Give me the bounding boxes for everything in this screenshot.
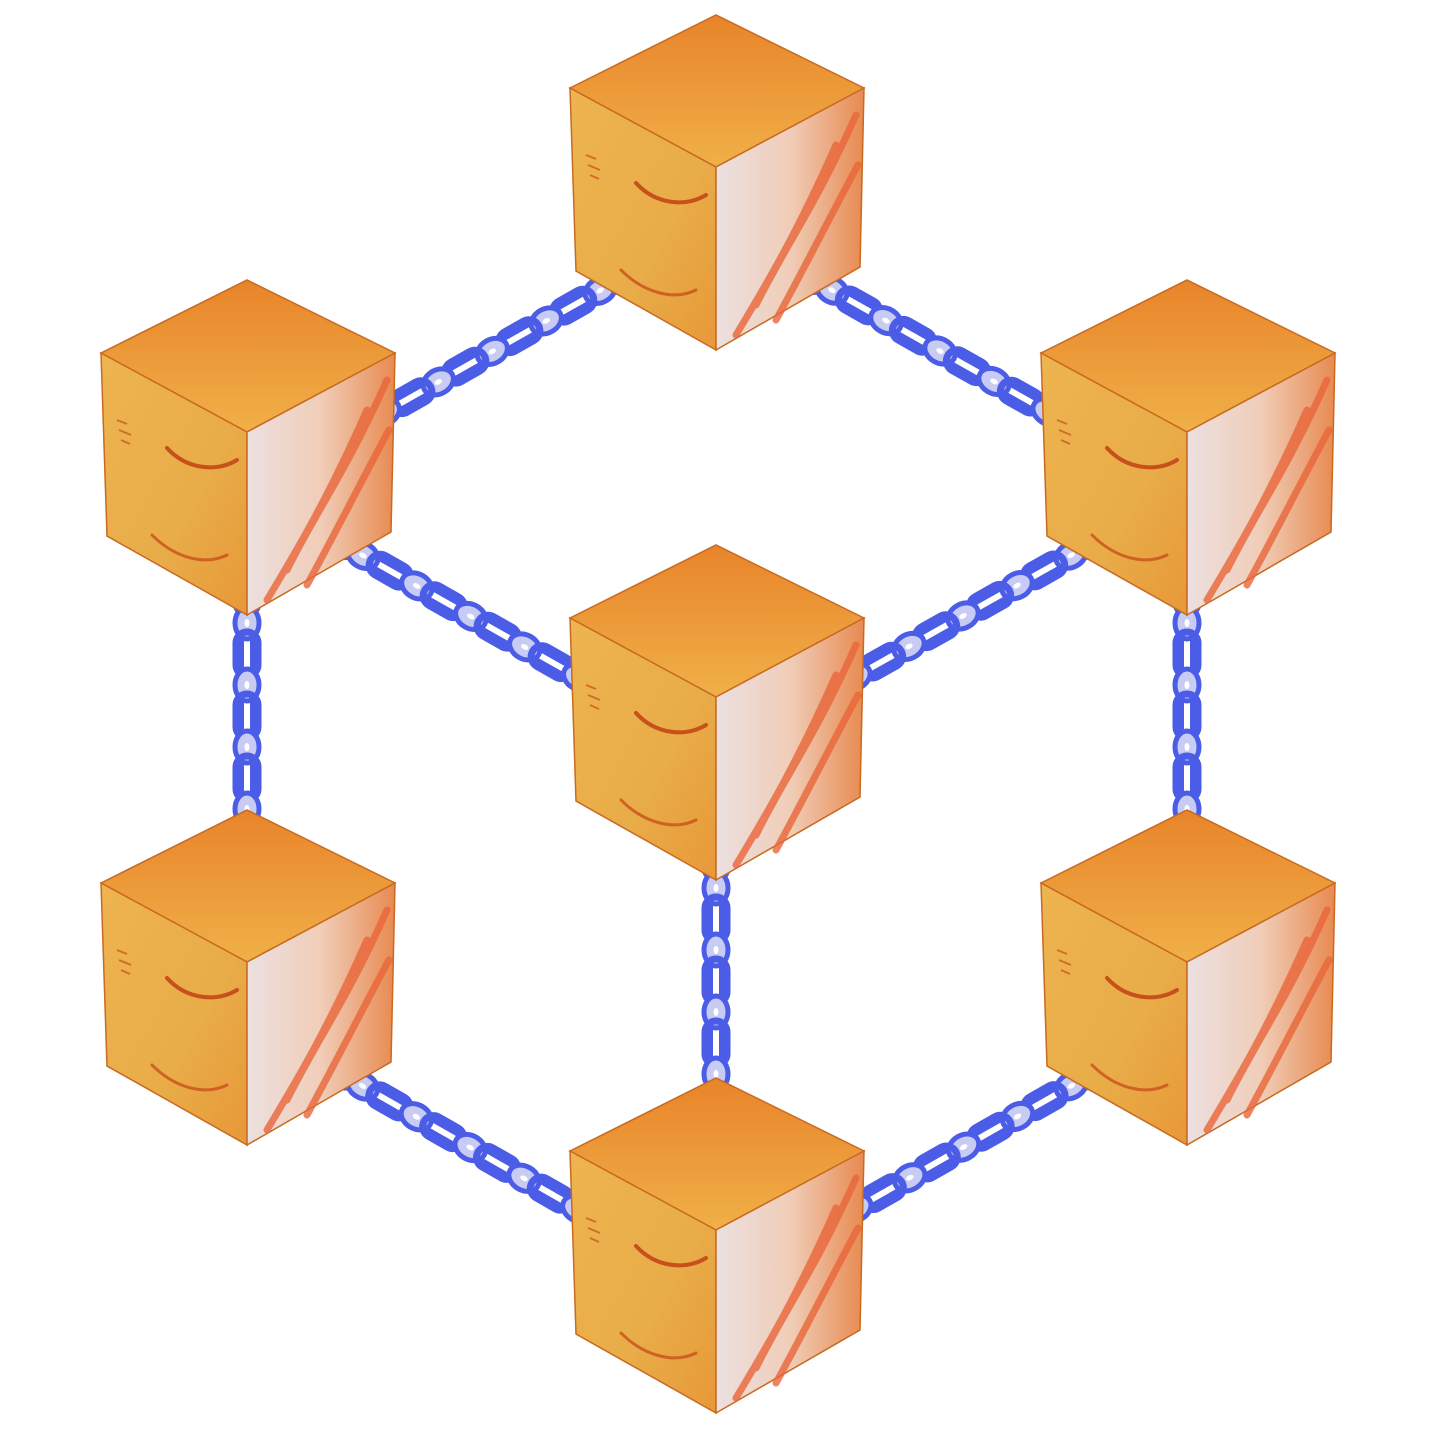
cube-icon [99, 809, 397, 1147]
cube-icon [1039, 279, 1337, 617]
nodes-layer [99, 14, 1337, 1415]
cube-icon [568, 1077, 866, 1415]
cube-icon [568, 544, 866, 882]
cube-icon [99, 279, 397, 617]
cube-icon [1039, 809, 1337, 1147]
cube-icon [568, 14, 866, 352]
